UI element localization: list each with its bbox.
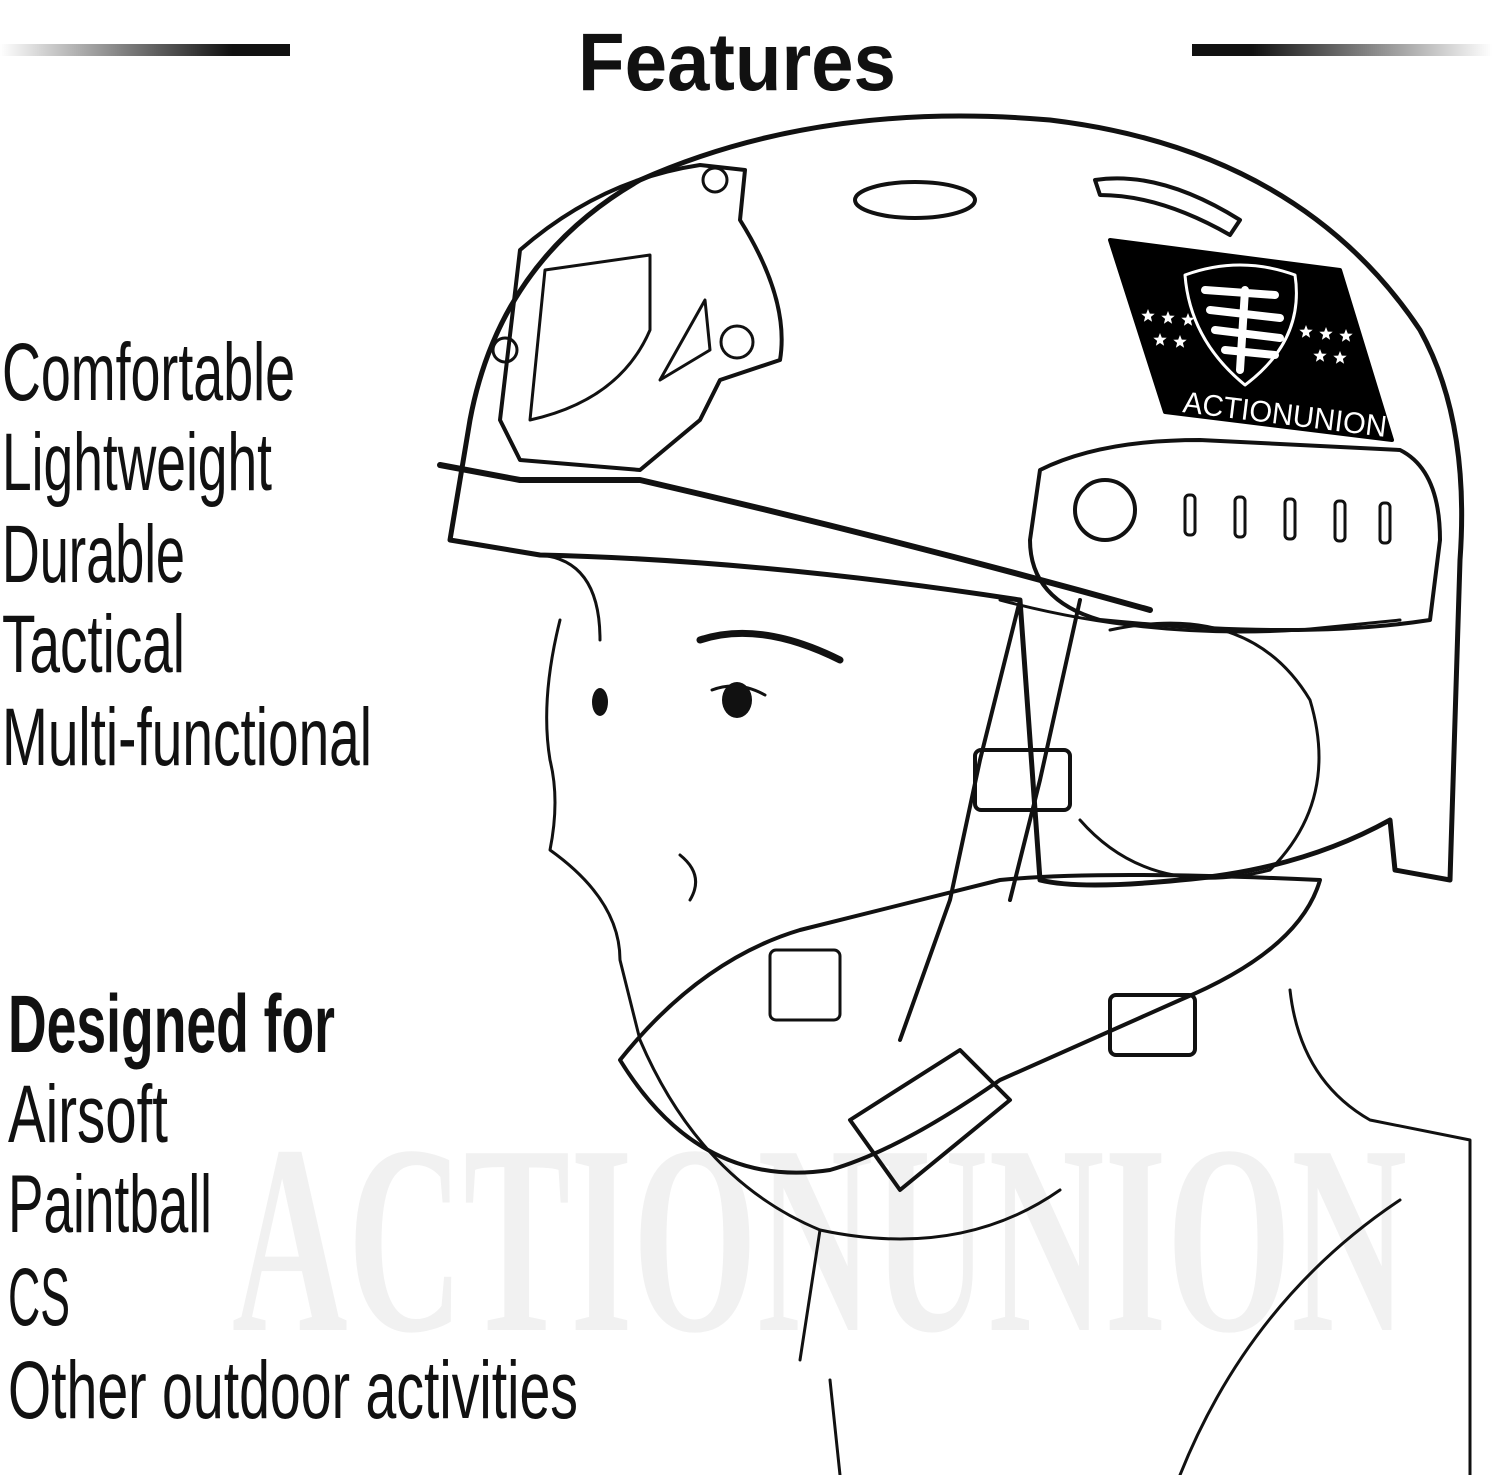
title-divider-left xyxy=(0,44,290,56)
feature-item: Durable xyxy=(2,509,185,600)
feature-item: Comfortable xyxy=(2,327,295,418)
star-icon xyxy=(1299,325,1313,338)
star-icon xyxy=(1333,351,1347,364)
title-divider-right xyxy=(1192,44,1492,56)
brand-patch xyxy=(1108,238,1394,442)
star-icon xyxy=(1173,335,1187,348)
feature-item: Multi-functional xyxy=(2,692,372,783)
star-icon xyxy=(1153,333,1167,346)
star-icon xyxy=(1141,309,1155,322)
star-icons xyxy=(1141,309,1353,364)
use-item: Airsoft xyxy=(8,1069,168,1160)
use-item: Other outdoor activities xyxy=(8,1345,578,1436)
feature-item: Tactical xyxy=(2,599,185,690)
use-item: CS xyxy=(8,1252,70,1343)
patch-brand-text: ACTIONUNION xyxy=(1181,386,1388,444)
star-icon xyxy=(1313,349,1327,362)
star-icon xyxy=(1181,313,1195,326)
designed-for-heading: Designed for xyxy=(8,979,335,1070)
star-icon xyxy=(1319,327,1333,340)
use-item: Paintball xyxy=(8,1159,212,1250)
page-title: Features xyxy=(578,17,896,108)
star-icon xyxy=(1339,329,1353,342)
feature-item: Lightweight xyxy=(2,417,272,508)
star-icon xyxy=(1161,311,1175,324)
